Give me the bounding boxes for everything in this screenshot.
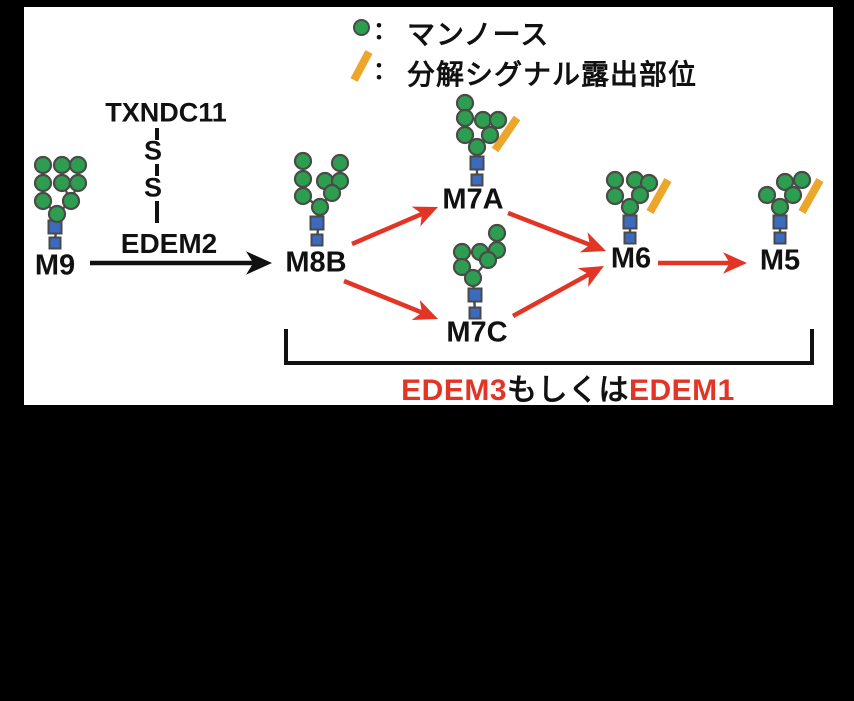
bracket-caption: EDEM3もしくはEDEM1: [401, 365, 735, 409]
legend-colon-1: ：: [373, 17, 397, 45]
moshikuwa-label: もしくは: [507, 374, 629, 407]
legend-colon-2: ：: [373, 57, 397, 85]
disulfide-link-2: [155, 164, 159, 176]
disulfide-link-1: [155, 128, 159, 140]
enzyme-edem2-label: EDEM2: [120, 228, 218, 259]
node-label-m8b: M8B: [285, 246, 347, 279]
glycan-m9: [33, 155, 88, 250]
node-label-m6: M6: [610, 242, 652, 275]
node-label-m7a: M7A: [442, 183, 504, 216]
sulfur-label-1: S: [143, 135, 163, 166]
mannose-dot-icon: [353, 18, 370, 36]
glycan-m5: [757, 170, 824, 245]
glycan-m6: [605, 170, 672, 245]
glycan-m7a: [455, 93, 521, 187]
edem3-label: EDEM3: [401, 374, 507, 407]
node-label-m5: M5: [759, 244, 801, 277]
node-label-m7c: M7C: [446, 316, 508, 349]
glycan-m8b: [293, 151, 350, 247]
signal-slash-icon: [350, 50, 373, 82]
legend-label-mannose: マンノース: [407, 19, 550, 50]
node-label-m9: M9: [34, 249, 76, 282]
legend-label-signal: 分解シグナル露出部位: [407, 59, 698, 90]
edem1-label: EDEM1: [629, 374, 735, 407]
glycan-m7c: [452, 223, 507, 320]
sulfur-label-2: S: [143, 172, 163, 203]
enzyme-txndc11-label: TXNDC11: [105, 97, 227, 128]
diagram-panel: ： マンノース ： 分解シグナル露出部位 TXNDC11 S S EDEM2 M…: [24, 7, 833, 407]
disulfide-link-3: [155, 201, 159, 223]
arrows-overlay: [90, 206, 814, 365]
